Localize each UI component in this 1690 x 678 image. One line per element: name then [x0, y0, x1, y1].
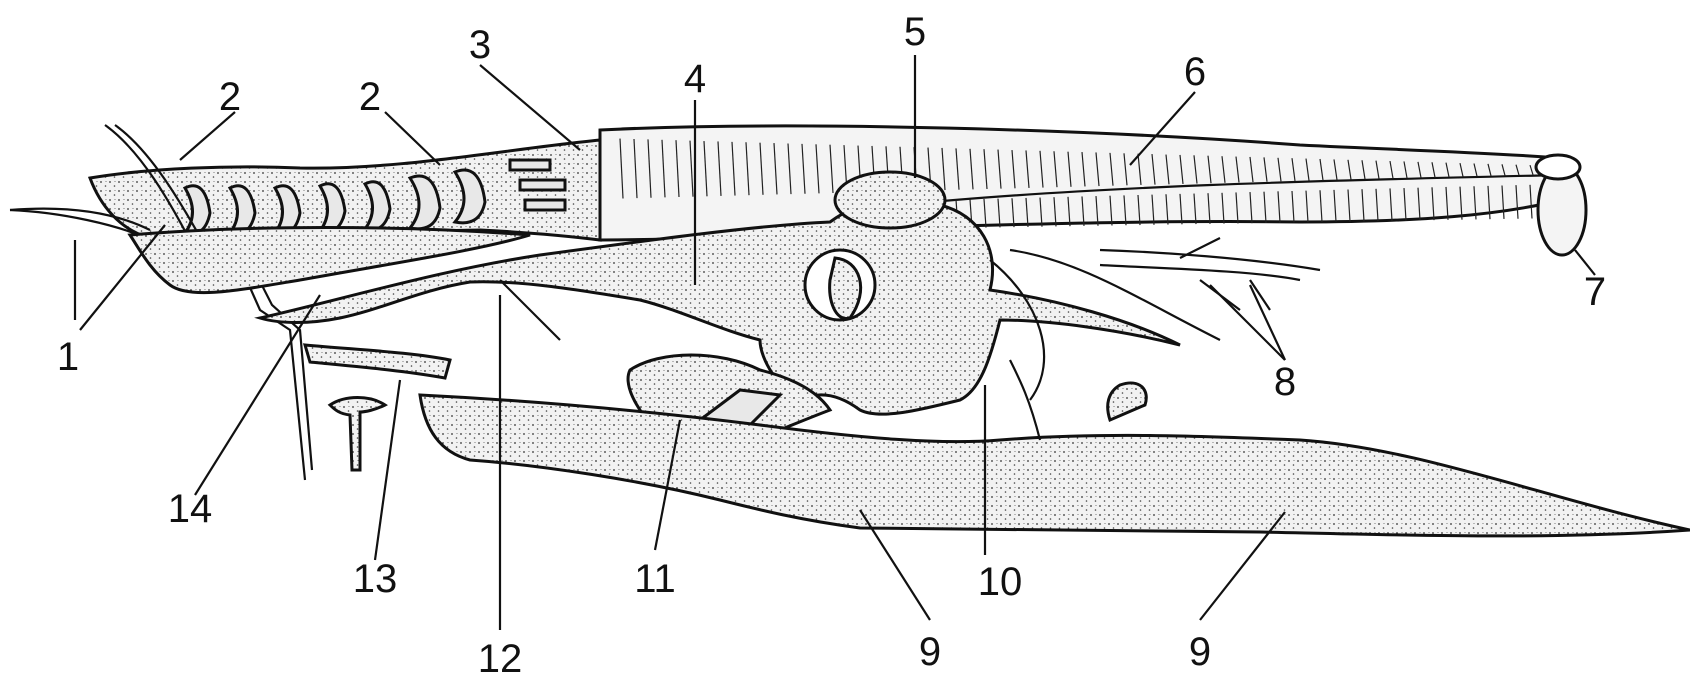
- leader-8a: [1210, 285, 1285, 360]
- label-11: 11: [634, 557, 676, 601]
- label-2b: 2: [359, 75, 381, 119]
- label-10: 10: [978, 560, 1023, 604]
- leader-8b: [1250, 285, 1285, 360]
- label-2a: 2: [219, 75, 241, 119]
- label-9a: 9: [919, 630, 941, 674]
- label-9b: 9: [1189, 630, 1211, 674]
- leader-3: [480, 65, 580, 150]
- leader-1b: [80, 225, 165, 330]
- label-3: 3: [469, 23, 491, 67]
- label-12: 12: [478, 637, 523, 678]
- label-14: 14: [168, 487, 213, 531]
- label-8: 8: [1274, 360, 1296, 404]
- label-6: 6: [1184, 50, 1206, 94]
- label-1: 1: [57, 335, 79, 379]
- ventral-element-9: [420, 360, 1690, 536]
- label-4: 4: [684, 57, 706, 101]
- label-5: 5: [904, 10, 926, 54]
- leader-2a: [180, 112, 235, 160]
- label-7: 7: [1584, 270, 1606, 314]
- dorsal-arches: [90, 140, 600, 240]
- tube-end-6: [1536, 155, 1580, 179]
- leader-14: [195, 295, 320, 495]
- dorsal-bulb-5: [835, 172, 945, 228]
- label-13: 13: [353, 557, 398, 601]
- leader-2b: [385, 112, 440, 165]
